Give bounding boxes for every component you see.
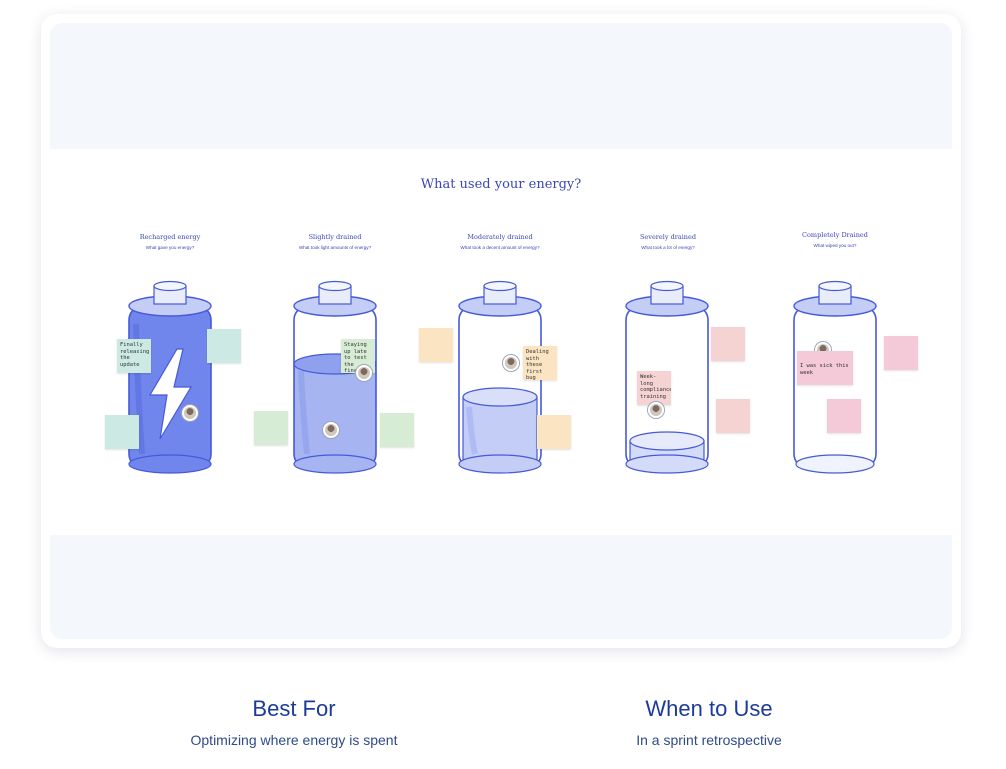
template-preview-card: What used your energy? Recharged energy … (41, 14, 961, 648)
board-title: What used your energy? (420, 177, 582, 192)
column-title-recharged: Recharged energy (139, 233, 201, 241)
battery-severely-drained (625, 280, 709, 474)
column-subtitle-recharged: What gave you energy? (145, 245, 195, 250)
sticky-note-blank[interactable] (207, 329, 241, 363)
sticky-note-blank[interactable] (105, 415, 139, 449)
column-title-severely: Severely drained (639, 233, 696, 241)
avatar (356, 365, 372, 381)
lightning-icon (148, 348, 193, 440)
sticky-note-blank[interactable] (827, 399, 861, 433)
column-subtitle-severely: What took a lot of energy? (641, 245, 695, 250)
best-for-text: Optimizing where energy is spent (190, 732, 398, 748)
column-title-completely: Completely Drained (802, 231, 868, 239)
sticky-note-blank[interactable] (254, 411, 288, 445)
column-title-moderately: Moderately drained (467, 233, 533, 241)
sticky-note-blank[interactable] (537, 415, 571, 449)
sticky-note-blank[interactable] (419, 328, 453, 362)
column-subtitle-slightly: What took light amounts of energy? (298, 245, 372, 250)
avatar (323, 422, 339, 438)
column-subtitle-moderately: What took a decent amount of energy? (460, 245, 540, 250)
when-to-use-heading: When to Use (645, 696, 773, 721)
when-to-use-section: When to Use In a sprint retrospective (539, 696, 879, 748)
sticky-note-blank[interactable] (711, 327, 745, 361)
sticky-note[interactable]: Dealing with these first bug reports (523, 346, 557, 380)
sticky-note-blank[interactable] (884, 336, 918, 370)
column-title-slightly: Slightly drained (308, 233, 362, 241)
sticky-note-blank[interactable] (380, 413, 414, 447)
when-to-use-text: In a sprint retrospective (636, 732, 782, 748)
battery-completely-drained (793, 280, 877, 474)
preview-frame: What used your energy? Recharged energy … (50, 23, 952, 639)
avatar (648, 402, 664, 418)
column-subtitle-completely: What wiped you out? (813, 243, 857, 248)
retro-board: What used your energy? Recharged energy … (50, 149, 952, 535)
avatar (182, 405, 198, 421)
sticky-note[interactable]: I was sick this week (797, 351, 853, 385)
sticky-note-blank[interactable] (716, 399, 750, 433)
sticky-note[interactable]: Finally releasing the update (117, 339, 151, 373)
battery-moderately-drained (458, 280, 542, 474)
sticky-note[interactable]: Week-long compliance training (637, 371, 671, 405)
battery-recharged (128, 280, 212, 474)
battery-illustrations (128, 280, 877, 474)
best-for-heading: Best For (252, 696, 336, 721)
avatar (503, 355, 519, 371)
best-for-section: Best For Optimizing where energy is spen… (124, 696, 464, 748)
